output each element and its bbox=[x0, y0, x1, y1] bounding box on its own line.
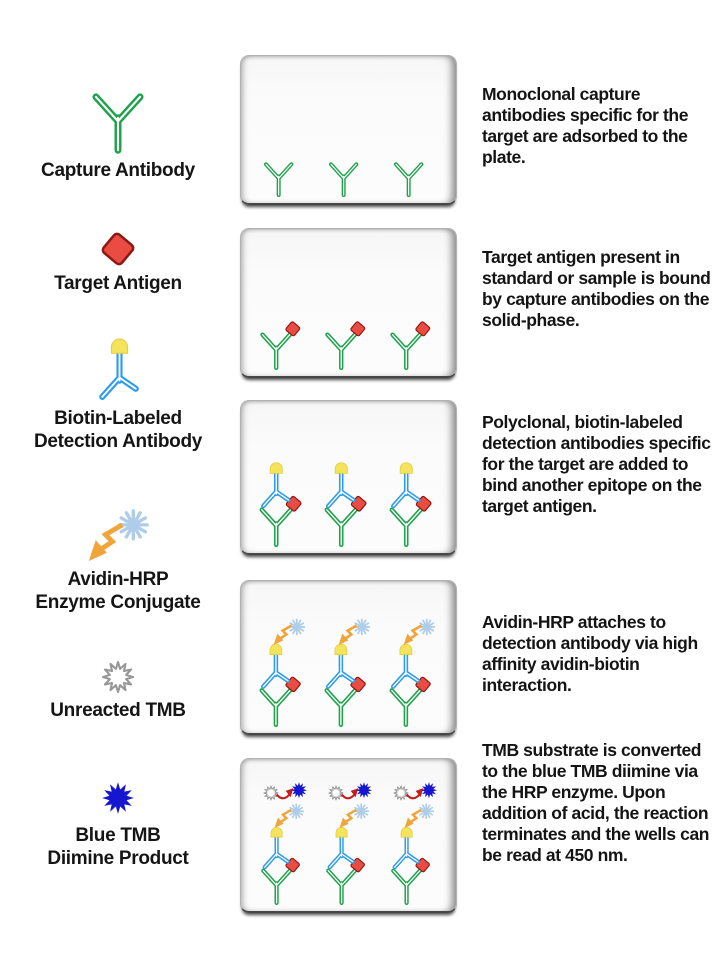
capture-antibody-graphic bbox=[390, 157, 438, 197]
sandwich-complex-graphic bbox=[320, 459, 378, 547]
legend-detection-antibody: Biotin-Labeled Detection Antibody bbox=[8, 336, 228, 453]
microplate-well-step-1 bbox=[240, 55, 457, 205]
tmb-reaction-complex-graphic bbox=[387, 779, 440, 905]
legend-label-unreacted-tmb: Unreacted TMB bbox=[50, 699, 186, 722]
microplate-well-step-5 bbox=[240, 758, 457, 913]
legend-text: Blue TMB bbox=[75, 825, 161, 846]
well-contents bbox=[251, 615, 446, 727]
legend-text: Diimine Product bbox=[47, 848, 189, 869]
detection-antibody-icon bbox=[95, 338, 142, 403]
legend-label-target-antigen: Target Antigen bbox=[54, 272, 182, 295]
legend-blue-tmb: Blue TMB Diimine Product bbox=[8, 779, 228, 870]
legend-text: Unreacted TMB bbox=[50, 700, 186, 721]
antigen-capture-complex-graphic bbox=[256, 318, 311, 370]
legend-target-antigen: Target Antigen bbox=[8, 230, 228, 295]
avidin-hrp-complex-graphic bbox=[255, 615, 312, 727]
legend-text: Avidin-HRP bbox=[67, 569, 169, 590]
step-4-description: Avidin-HRP attaches to detection antibod… bbox=[482, 612, 698, 695]
legend-avidin-hrp: Avidin-HRP Enzyme Conjugate bbox=[8, 508, 228, 614]
step-2-description: Target antigen present in standard or sa… bbox=[482, 247, 711, 330]
unreacted-tmb-icon bbox=[101, 660, 135, 694]
legend-unreacted-tmb: Unreacted TMB bbox=[8, 659, 228, 722]
microplate-well-step-2 bbox=[240, 228, 457, 378]
step-1-description: Monoclonal capture antibodies specific f… bbox=[482, 84, 689, 167]
legend-label-detection-antibody: Biotin-Labeled Detection Antibody bbox=[34, 407, 202, 453]
well-contents bbox=[251, 318, 446, 370]
microplate-well-step-3 bbox=[240, 400, 457, 555]
target-antigen-icon bbox=[100, 231, 136, 267]
legend-label-avidin-hrp: Avidin-HRP Enzyme Conjugate bbox=[35, 568, 200, 614]
well-contents bbox=[251, 779, 446, 905]
avidin-hrp-complex-graphic bbox=[320, 615, 377, 727]
sandwich-complex-graphic bbox=[385, 459, 443, 547]
antigen-capture-complex-graphic bbox=[321, 318, 376, 370]
tmb-reaction-complex-graphic bbox=[322, 779, 375, 905]
sandwich-complex-graphic bbox=[255, 459, 313, 547]
legend-text: Capture Antibody bbox=[41, 160, 195, 181]
blue-tmb-icon bbox=[102, 782, 134, 814]
capture-antibody-icon bbox=[89, 91, 147, 155]
capture-antibody-graphic bbox=[325, 157, 373, 197]
tmb-reaction-complex-graphic bbox=[257, 779, 310, 905]
avidin-hrp-icon bbox=[86, 509, 149, 564]
well-contents bbox=[251, 459, 446, 547]
legend-text: Enzyme Conjugate bbox=[35, 592, 201, 613]
legend-text: Target Antigen bbox=[54, 273, 182, 294]
avidin-hrp-complex-graphic bbox=[385, 615, 442, 727]
legend-text: Biotin-Labeled bbox=[54, 408, 182, 429]
step-5-description: TMB substrate is converted to the blue T… bbox=[482, 740, 710, 865]
well-contents bbox=[251, 157, 446, 197]
microplate-well-step-4 bbox=[240, 580, 457, 735]
legend-capture-antibody: Capture Antibody bbox=[8, 91, 228, 182]
legend-label-blue-tmb: Blue TMB Diimine Product bbox=[47, 824, 188, 870]
legend-text: Detection Antibody bbox=[33, 431, 203, 452]
capture-antibody-graphic bbox=[260, 157, 308, 197]
legend-label-capture-antibody: Capture Antibody bbox=[41, 159, 195, 182]
step-3-description: Polyclonal, biotin-labeled detection ant… bbox=[482, 412, 711, 516]
antigen-capture-complex-graphic bbox=[386, 318, 441, 370]
